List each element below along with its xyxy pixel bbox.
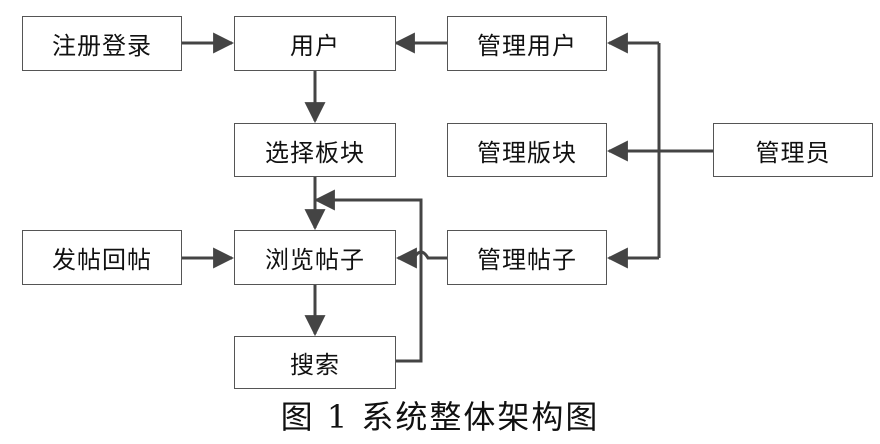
box-manage-boards: 管理版块 [447,123,607,177]
arrow-manageposts-to-browse [395,247,447,269]
box-label: 搜索 [290,351,340,379]
box-browse-posts: 浏览帖子 [234,230,396,285]
box-label: 管理版块 [477,138,577,167]
box-label: 发帖回帖 [52,246,152,274]
box-label: 浏览帖子 [265,246,365,274]
figure-caption: 图 1 系统整体架构图 [280,398,600,436]
box-user: 用户 [234,16,396,71]
arrow-search-loop [313,189,423,363]
box-search: 搜索 [234,336,396,389]
box-label: 选择板块 [265,138,365,167]
box-label: 管理用户 [477,32,577,60]
box-register-login: 注册登录 [22,16,182,71]
box-label: 注册登录 [52,32,152,60]
box-label: 管理帖子 [477,246,577,274]
box-manage-users: 管理用户 [447,16,607,71]
box-post-reply: 发帖回帖 [22,230,182,285]
box-manage-posts: 管理帖子 [447,230,607,285]
box-admin: 管理员 [713,123,873,177]
box-label: 管理员 [755,138,831,167]
box-select-board: 选择板块 [234,123,396,177]
box-label: 用户 [290,32,340,60]
